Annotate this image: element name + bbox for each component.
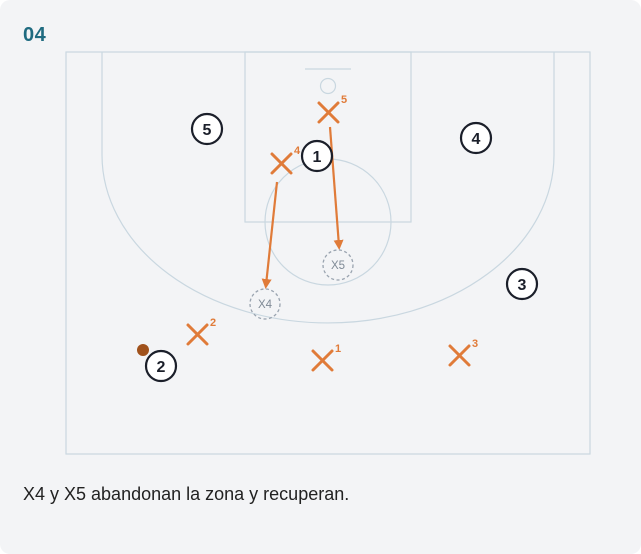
- court-lines: [65, 51, 591, 455]
- ghost-x4: X4: [249, 288, 281, 320]
- offense-player-1-number: 1: [313, 149, 322, 166]
- court-diagram: X4 X5 5 4 2 1 3: [65, 51, 591, 455]
- offense-player-2: 2: [144, 349, 178, 383]
- paint: [244, 51, 412, 223]
- defender-x4-number: 4: [294, 145, 301, 157]
- play-caption: X4 y X5 abandonan la zona y recuperan.: [23, 484, 350, 504]
- offense-player-4: 4: [459, 121, 493, 155]
- three-point-line: [101, 52, 555, 324]
- movement-arrow-x5: [328, 126, 344, 250]
- offense-player-4-number: 4: [472, 131, 481, 148]
- offense-player-3: 3: [505, 267, 539, 301]
- play-number: 04: [23, 24, 47, 46]
- defender-x2: [186, 323, 209, 346]
- defender-x3: [448, 344, 471, 367]
- defender-x1-number: 1: [335, 343, 341, 355]
- movement-arrows: [261, 126, 344, 289]
- offense-player-5-number: 5: [203, 122, 212, 139]
- offense-player-1: 1: [300, 139, 334, 173]
- basket-rim: [319, 77, 337, 95]
- ghost-x5: X5: [322, 249, 354, 281]
- ball-icon: [137, 344, 149, 356]
- movement-arrow-x4: [261, 181, 279, 289]
- defender-x1: [311, 349, 334, 372]
- offense-player-3-number: 3: [518, 277, 527, 294]
- offense-player-5: 5: [190, 112, 224, 146]
- ghost-x4-label: X4: [258, 299, 273, 311]
- defender-x4: [270, 152, 293, 175]
- ghost-x5-label: X5: [331, 260, 345, 272]
- offense-player-2-number: 2: [157, 359, 166, 376]
- defender-x5: [317, 101, 340, 124]
- defender-x2-number: 2: [210, 317, 216, 329]
- defender-x3-number: 3: [472, 338, 478, 350]
- defender-x5-number: 5: [341, 94, 347, 106]
